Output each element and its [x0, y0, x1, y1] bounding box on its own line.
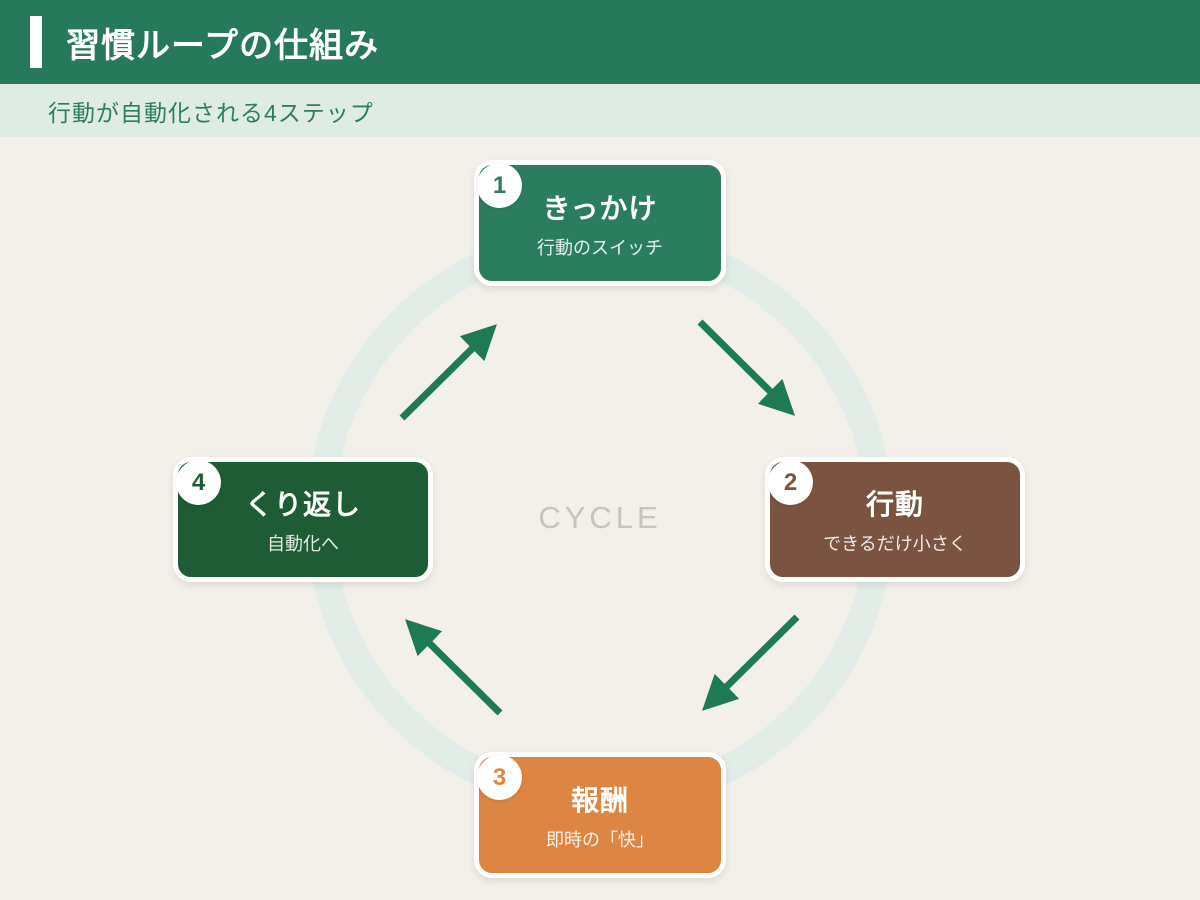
arrow-step2-to-step3: [702, 614, 800, 711]
step-box-cue: 1 きっかけ 行動のスイッチ: [474, 160, 726, 286]
step-subtitle: 即時の「快」: [546, 829, 654, 850]
step-box-action: 2 行動 できるだけ小さく: [765, 457, 1025, 582]
step-subtitle: 自動化へ: [267, 534, 339, 554]
step-title: くり返し: [244, 489, 361, 520]
step-title: 行動: [865, 489, 924, 520]
step-box-repeat: 4 くり返し 自動化へ: [173, 457, 433, 582]
step-number-badge: 4: [176, 460, 221, 505]
subtitle-text: 行動が自動化される4ステップ: [48, 99, 374, 126]
step-number-badge: 2: [768, 460, 813, 505]
step-subtitle: 行動のスイッチ: [537, 237, 663, 258]
subtitle-bar: 行動が自動化される4ステップ: [0, 84, 1200, 137]
step-number-badge: 3: [477, 755, 522, 800]
step-subtitle: できるだけ小さく: [823, 534, 967, 554]
cycle-center-label: CYCLE: [538, 500, 662, 535]
title-accent-bar: [30, 16, 42, 68]
step-number-badge: 1: [477, 163, 522, 208]
arrow-step4-to-step1: [399, 324, 497, 421]
page-title: 習慣ループの仕組み: [66, 26, 379, 65]
arrow-step3-to-step4: [405, 619, 503, 716]
step-box-reward: 3 報酬 即時の「快」: [474, 752, 726, 878]
arrow-step1-to-step2: [697, 319, 795, 416]
step-title: きっかけ: [542, 192, 658, 224]
header: 習慣ループの仕組み: [0, 0, 1200, 84]
step-title: 報酬: [570, 784, 629, 816]
